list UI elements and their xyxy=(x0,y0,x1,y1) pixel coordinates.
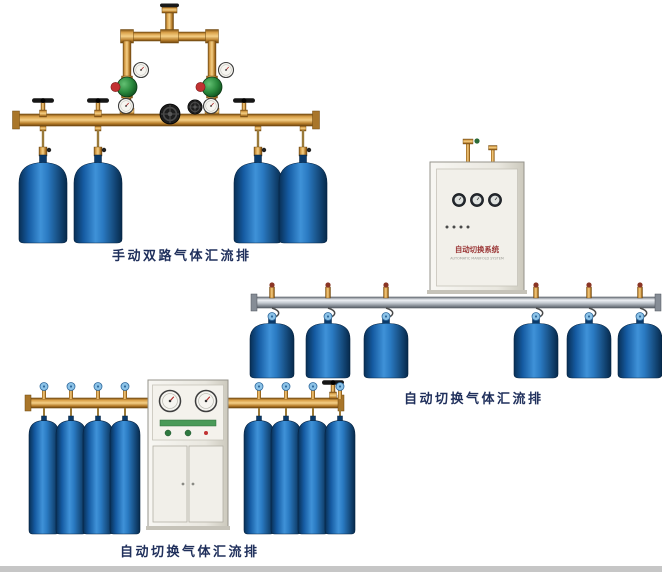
cylinder-station xyxy=(270,382,302,535)
gas-cylinder xyxy=(249,317,295,379)
cylinder-station xyxy=(363,282,409,379)
illustration-manual-dual-manifold xyxy=(12,3,328,244)
cylinder-valve-knob-icon xyxy=(335,382,345,391)
cylinder-valve-knob-icon xyxy=(281,382,291,391)
cabinet-door xyxy=(152,445,188,523)
cylinder-connection xyxy=(298,125,312,157)
gas-cylinder xyxy=(28,415,60,535)
gas-cylinder xyxy=(305,317,351,379)
pressure-regulator-left xyxy=(110,61,150,115)
cylinder-station xyxy=(82,382,114,535)
cabinet-door xyxy=(188,445,224,523)
panel-gauge-icon xyxy=(451,192,467,208)
pressure-gauge-icon xyxy=(217,61,235,79)
floor-cabinet xyxy=(146,379,230,530)
cylinder-valve-knob-icon xyxy=(323,312,333,321)
cylinder-station xyxy=(109,382,141,535)
cylinder-station xyxy=(324,382,356,535)
gas-cylinder xyxy=(109,415,141,535)
cabinet-sublabel: AUTOMATIC MANIFOLD SYSTEM xyxy=(450,257,504,261)
gas-cylinder xyxy=(297,415,329,535)
cabinet-door xyxy=(436,168,518,287)
gas-cylinder xyxy=(73,154,123,244)
cylinder-valve-knob-icon xyxy=(39,382,49,391)
gas-cylinder xyxy=(18,154,68,244)
cylinder-station xyxy=(513,282,559,379)
cylinder-valve-knob-icon xyxy=(254,382,264,391)
panel-gauge-icon xyxy=(194,389,218,413)
pressure-gauge-icon xyxy=(117,97,135,115)
gas-cylinder xyxy=(233,154,283,244)
cylinder-valve-knob-icon xyxy=(584,312,594,321)
illustration-auto-switch-wall-cabinet: 自动切换系统 AUTOMATIC MANIFOLD SYSTEM xyxy=(249,138,662,379)
cylinder-station xyxy=(566,282,612,379)
cylinder-valve-knob-icon xyxy=(66,382,76,391)
pressure-gauge-icon xyxy=(132,61,150,79)
caption-auto-switch-manifold-2: 自动切换气体汇流排 xyxy=(120,545,260,560)
gas-cylinder xyxy=(243,415,275,535)
cylinder-connection xyxy=(253,125,267,157)
caption-manual-dual-manifold: 手动双路气体汇流排 xyxy=(112,249,252,264)
manifold-pipe-steel xyxy=(253,296,657,309)
cylinder-valve-knob-icon xyxy=(267,312,277,321)
gas-cylinder xyxy=(270,415,302,535)
gas-cylinder xyxy=(566,317,612,379)
cylinder-valve-knob-icon xyxy=(381,312,391,321)
gas-cylinder xyxy=(363,317,409,379)
cylinder-valve-knob-icon xyxy=(93,382,103,391)
gas-cylinder xyxy=(55,415,87,535)
cylinder-station xyxy=(55,382,87,535)
cylinder-station xyxy=(249,282,295,379)
panel-gauge-icon xyxy=(469,192,485,208)
gas-cylinder xyxy=(324,415,356,535)
gas-cylinder xyxy=(617,317,662,379)
illustration-auto-switch-floor-cabinet xyxy=(24,379,356,535)
pressure-regulator-right xyxy=(195,61,235,115)
gas-cylinder xyxy=(82,415,114,535)
cylinder-station xyxy=(305,282,351,379)
top-outlet-valve-icon xyxy=(160,3,179,34)
cylinder-connection xyxy=(93,125,107,157)
cylinder-valve-knob-icon xyxy=(308,382,318,391)
valve-handwheel-icon xyxy=(187,99,203,115)
cylinder-station xyxy=(28,382,60,535)
valve-handwheel-icon xyxy=(159,103,181,125)
cabinet-label: 自动切换系统 xyxy=(455,245,500,254)
cylinder-station xyxy=(297,382,329,535)
pressure-gauge-icon xyxy=(202,97,220,115)
panel-gauge-icon xyxy=(158,389,182,413)
cylinder-station xyxy=(243,382,275,535)
cylinder-valve-knob-icon xyxy=(120,382,130,391)
gas-cylinder xyxy=(513,317,559,379)
cylinder-station xyxy=(617,282,662,379)
panel-gauge-icon xyxy=(487,192,503,208)
cylinder-connection xyxy=(38,125,52,157)
cylinder-valve-knob-icon xyxy=(635,312,645,321)
gas-cylinder xyxy=(278,154,328,244)
cylinder-valve-knob-icon xyxy=(531,312,541,321)
caption-auto-switch-manifold-1: 自动切换气体汇流排 xyxy=(404,392,544,407)
auto-switch-cabinet: 自动切换系统 AUTOMATIC MANIFOLD SYSTEM xyxy=(427,138,527,294)
page-bottom-edge xyxy=(0,566,662,572)
